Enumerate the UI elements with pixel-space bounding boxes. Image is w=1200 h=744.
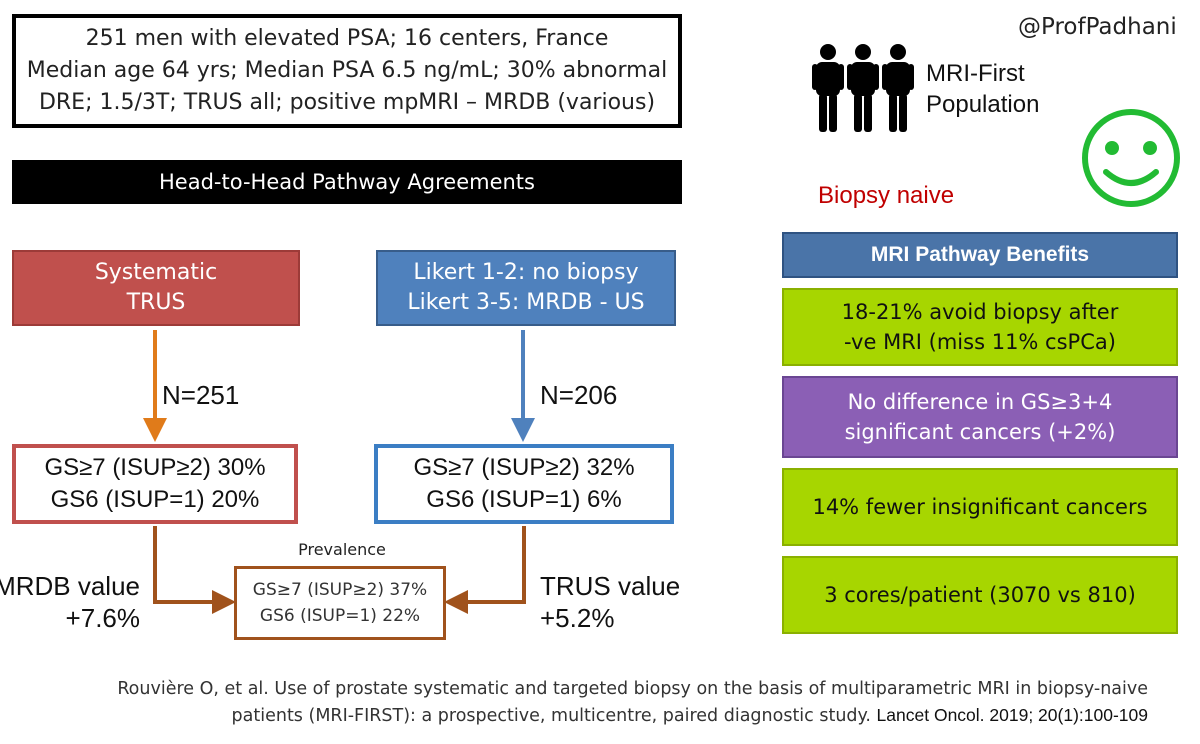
benefit-item: 14% fewer insignificant cancers <box>782 468 1178 546</box>
benefit-line-2: -ve MRI (miss 11% csPCa) <box>844 330 1116 354</box>
systematic-trus-box: Systematic TRUS <box>12 250 300 326</box>
prevalence-label: Prevalence <box>298 540 386 559</box>
population-line-2: Population <box>926 91 1040 118</box>
prevalence-line-1: GS≥7 (ISUP≥2) 37% <box>252 580 428 600</box>
mri-pathway-line-2: Likert 3-5: MRDB - US <box>407 290 645 315</box>
citation-journal: Lancet Oncol. 2019; 20(1):100-109 <box>876 705 1148 725</box>
mri-result-box: GS≥7 (ISUP≥2) 32% GS6 (ISUP=1) 6% <box>374 444 674 524</box>
twitter-handle: @ProfPadhani <box>1018 14 1177 40</box>
citation-text: patients (MRI-FIRST): a prospective, mul… <box>231 706 871 726</box>
population-label: MRI-First Population <box>926 58 1039 120</box>
systematic-result-line-2: GS6 (ISUP=1) 20% <box>50 486 260 513</box>
person-figure <box>847 44 879 132</box>
study-summary-line-1: 251 men with elevated PSA; 16 centers, F… <box>85 26 609 51</box>
mrdb-value-title: MRDB value <box>0 571 140 601</box>
trus-value-title: TRUS value <box>540 571 681 601</box>
systematic-n-label: N=251 <box>162 380 240 410</box>
prevalence-box: GS≥7 (ISUP≥2) 37% GS6 (ISUP=1) 22% <box>234 566 446 640</box>
study-summary-box: 251 men with elevated PSA; 16 centers, F… <box>12 14 682 128</box>
citation-line-1: Rouvière O, et al. Use of prostate syste… <box>117 679 1148 699</box>
smiley-face-icon <box>1082 109 1180 207</box>
systematic-trus-line-2: TRUS <box>126 290 186 315</box>
benefit-line-1: 3 cores/patient (3070 vs 810) <box>824 583 1136 607</box>
citation-line-2: patients (MRI-FIRST): a prospective, mul… <box>232 702 1148 729</box>
mri-result-line-1: GS≥7 (ISUP≥2) 32% <box>413 454 635 481</box>
prevalence-line-2: GS6 (ISUP=1) 22% <box>259 606 421 626</box>
mrdb-value-number: +7.6% <box>65 603 140 633</box>
benefit-item: No difference in GS≥3+4 significant canc… <box>782 376 1178 458</box>
trus-value-number: +5.2% <box>540 603 615 633</box>
biopsy-naive-label: Biopsy naive <box>818 182 955 209</box>
arrow-systematic-to-prevalence <box>153 526 236 614</box>
mri-pathway-line-1: Likert 1-2: no biopsy <box>413 260 639 285</box>
person-figure <box>882 44 914 132</box>
mrdb-value-label: MRDB value +7.6% <box>0 570 140 634</box>
head-to-head-title-bar: Head-to-Head Pathway Agreements <box>12 160 682 204</box>
arrow-mri-to-prevalence <box>444 526 526 614</box>
benefit-line-1: 14% fewer insignificant cancers <box>812 495 1148 519</box>
systematic-result-line-1: GS≥7 (ISUP≥2) 30% <box>44 454 266 481</box>
benefits-header: MRI Pathway Benefits <box>782 232 1178 278</box>
people-group-icon <box>812 44 914 132</box>
mri-pathway-box: Likert 1-2: no biopsy Likert 3-5: MRDB -… <box>376 250 676 326</box>
head-to-head-title: Head-to-Head Pathway Agreements <box>159 170 535 194</box>
mri-n-label: N=206 <box>540 380 618 410</box>
systematic-trus-line-1: Systematic <box>94 260 218 285</box>
benefit-line-2: significant cancers (+2%) <box>844 420 1116 444</box>
benefit-line-1: 18-21% avoid biopsy after <box>841 300 1119 324</box>
study-summary-line-3: DRE; 1.5/3T; TRUS all; positive mpMRI – … <box>38 90 656 115</box>
benefit-line-1: No difference in GS≥3+4 <box>847 390 1113 414</box>
trus-value-label: TRUS value +5.2% <box>540 570 680 634</box>
benefits-header-text: MRI Pathway Benefits <box>870 243 1090 266</box>
population-line-1: MRI-First <box>926 60 1025 87</box>
mri-result-line-2: GS6 (ISUP=1) 6% <box>426 486 622 513</box>
person-figure <box>812 44 844 132</box>
benefit-item: 18-21% avoid biopsy after -ve MRI (miss … <box>782 288 1178 366</box>
systematic-result-box: GS≥7 (ISUP≥2) 30% GS6 (ISUP=1) 20% <box>12 444 298 524</box>
study-summary-line-2: Median age 64 yrs; Median PSA 6.5 ng/mL;… <box>26 58 668 83</box>
benefit-item: 3 cores/patient (3070 vs 810) <box>782 556 1178 634</box>
